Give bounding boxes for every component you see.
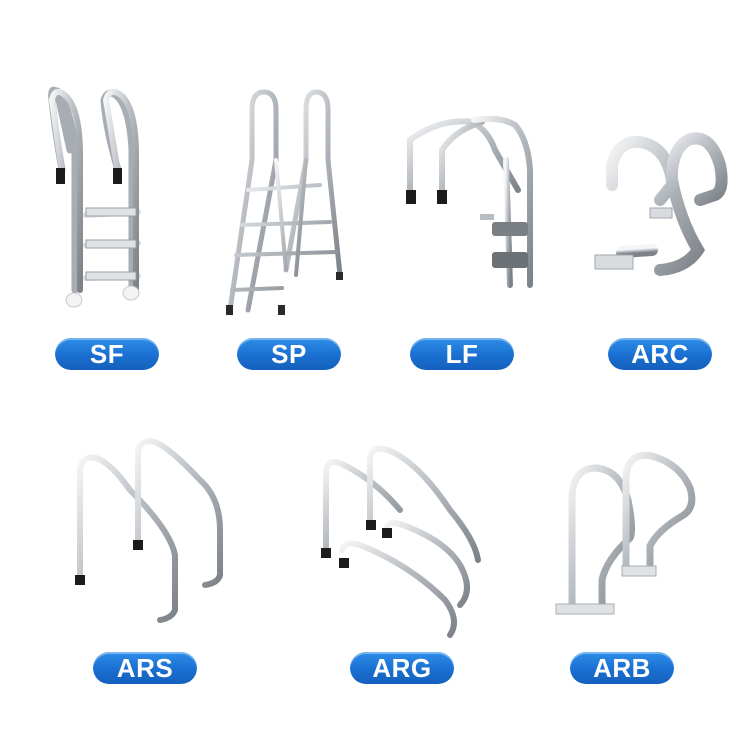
sf-ladder-image xyxy=(48,86,141,308)
badge-sp: SP xyxy=(237,338,341,370)
product-arg: ARG xyxy=(250,380,510,750)
badge-lf: LF xyxy=(410,338,514,370)
ars-rail-image xyxy=(75,438,223,623)
badge-sf: SF xyxy=(55,338,159,370)
arg-rail-image xyxy=(321,445,481,638)
product-sf: SF xyxy=(0,0,190,380)
sp-ladder-image xyxy=(226,89,343,315)
badge-arc: ARC xyxy=(608,338,712,370)
product-ars: ARS xyxy=(0,380,250,750)
badge-ars: ARS xyxy=(93,652,197,684)
badge-arb: ARB xyxy=(570,652,674,684)
product-lf: LF xyxy=(380,0,560,380)
arc-rail-image xyxy=(594,132,728,276)
product-arc: ARC xyxy=(560,0,750,380)
badge-arg: ARG xyxy=(350,652,454,684)
arb-rail-image xyxy=(555,451,696,615)
product-sp: SP xyxy=(190,0,380,380)
lf-ladder-image xyxy=(406,115,533,288)
product-arb: ARB xyxy=(510,380,750,750)
